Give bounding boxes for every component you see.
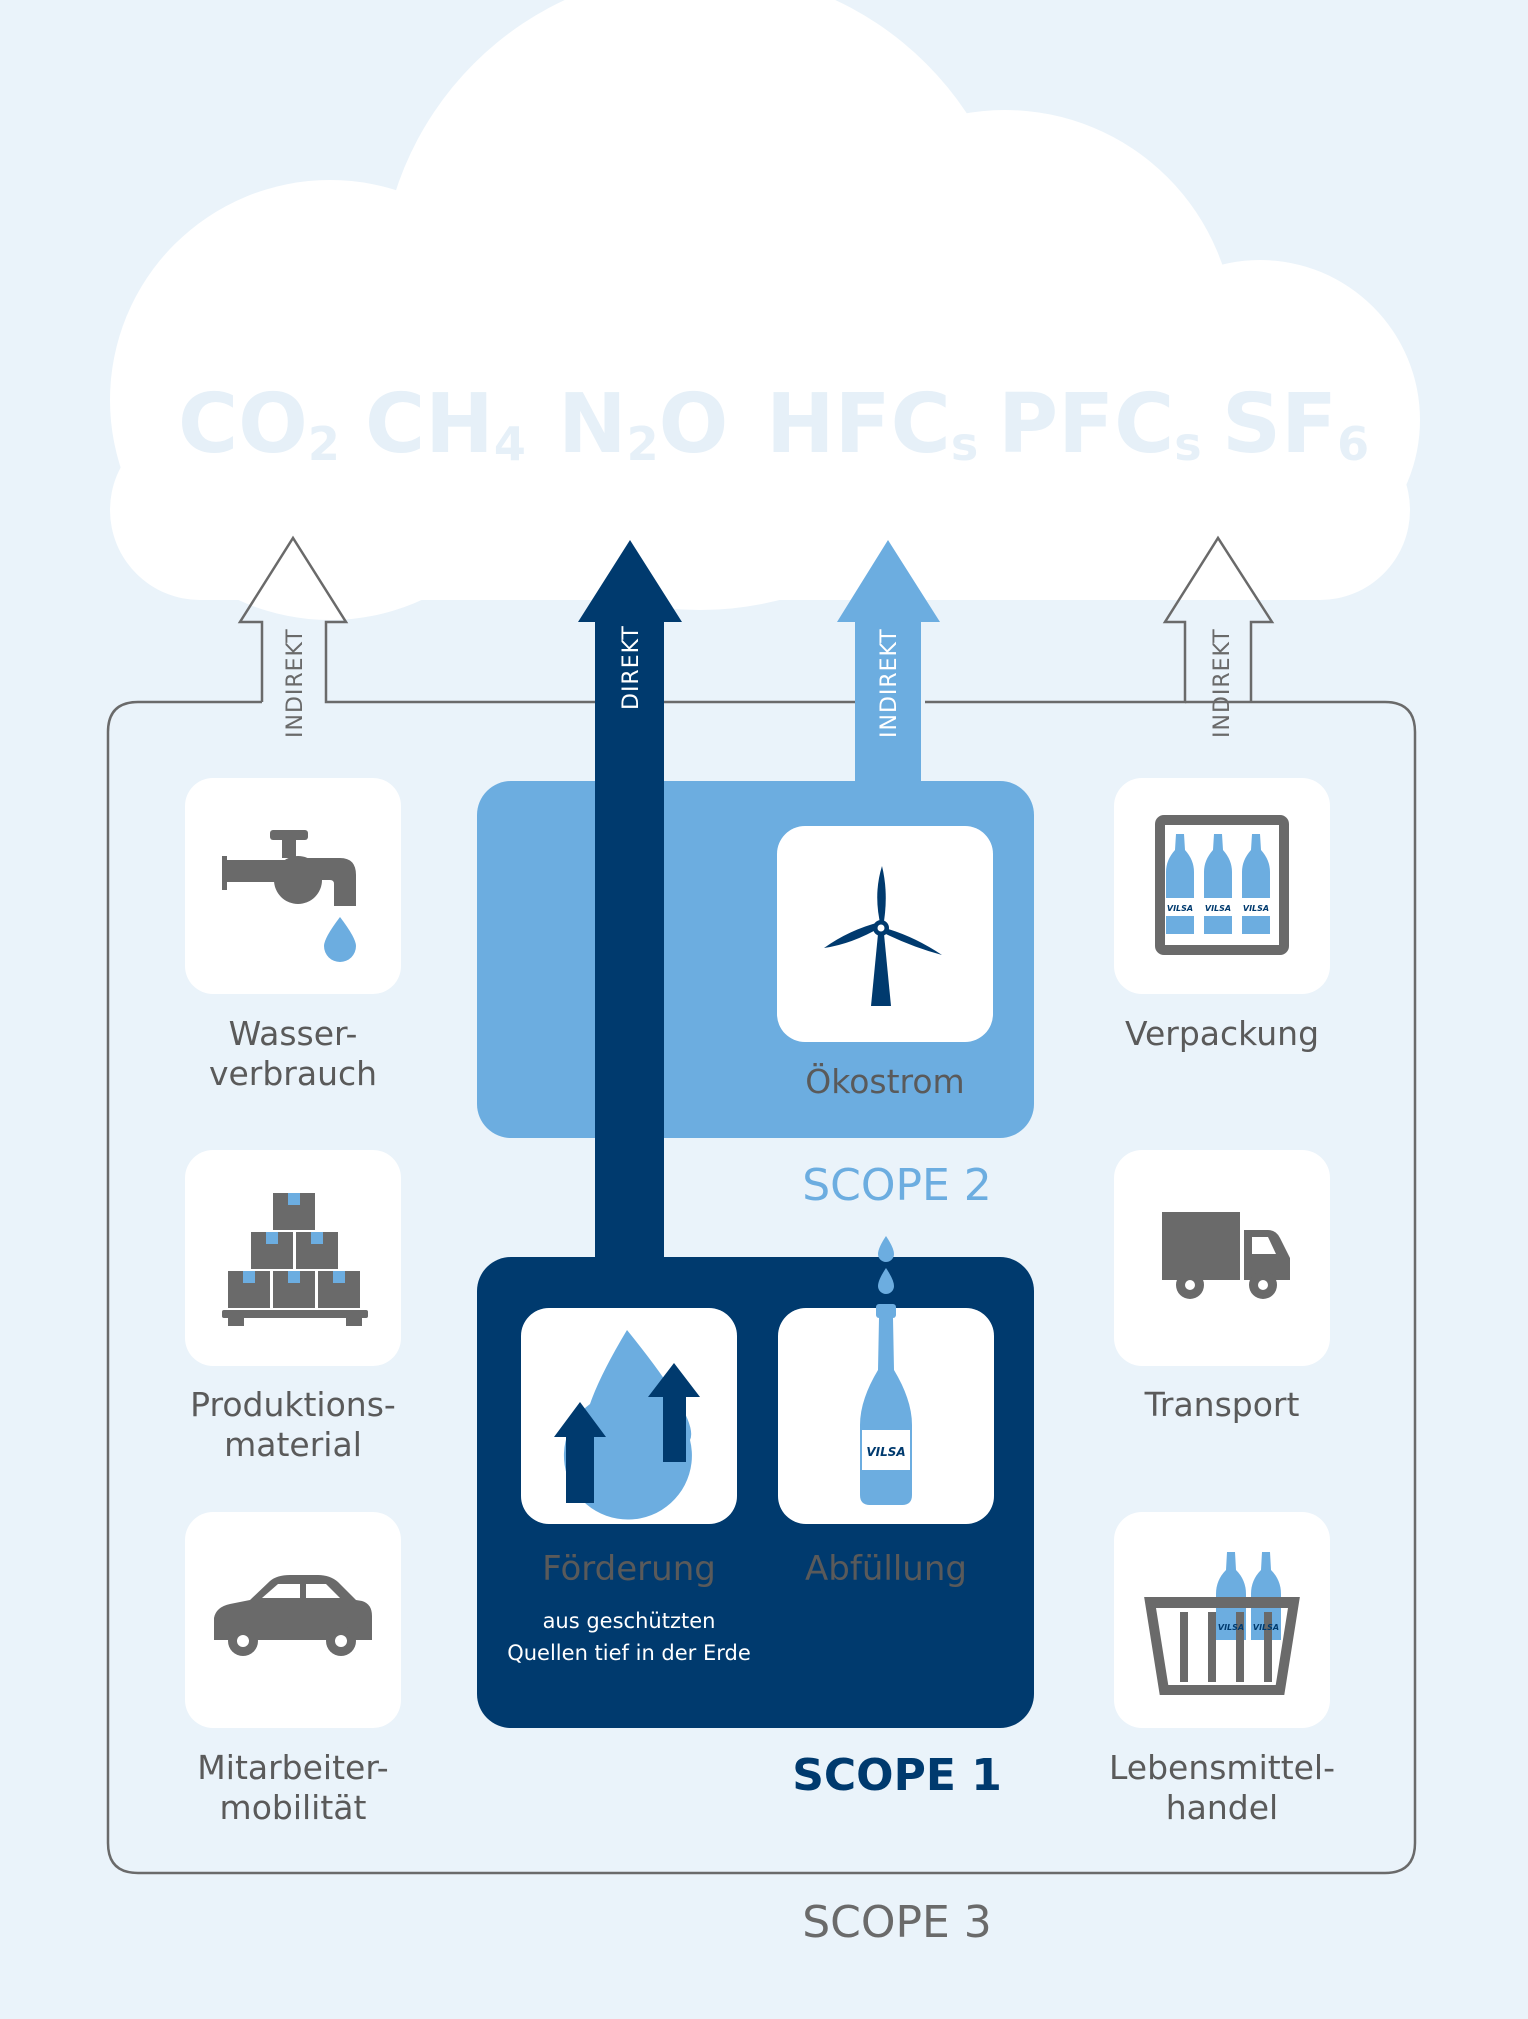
indirect-label-right: INDIREKT (1210, 628, 1235, 738)
wind-turbine-icon (824, 866, 942, 1006)
indirect-arrow-scope2 (837, 540, 940, 782)
indirect-arrow-right (925, 535, 1275, 704)
gas-n2o: N2O (558, 377, 728, 472)
tile-retail-label: Lebensmittel-handel (1109, 1748, 1335, 1827)
tile-abfullung-label: Abfüllung (805, 1549, 967, 1589)
emission-cloud (110, 0, 1420, 620)
tile-transport-label: Transport (1144, 1385, 1300, 1424)
brand-label-4: VILSA (1253, 1623, 1279, 1632)
truck-icon (1162, 1212, 1290, 1299)
tile-retail: Lebensmittel-handel (1109, 1512, 1335, 1827)
gas-hfcs: HFCs (766, 377, 978, 472)
indirect-label-left: INDIREKT (283, 628, 308, 738)
tile-packaging: Verpackung (1114, 778, 1330, 1053)
gas-co2: CO2 (178, 377, 340, 472)
bottle-icon: VILSA (860, 1304, 912, 1505)
tile-mobility-label: Mitarbeiter-mobilität (197, 1748, 388, 1827)
direct-arrow (578, 540, 682, 1258)
tile-abfullung: VILSA Abfüllung (778, 1236, 994, 1589)
tile-okostrom: Ökostrom (777, 826, 993, 1101)
gas-ch4: CH4 (365, 377, 526, 472)
tile-forderung-label: Förderung (542, 1549, 716, 1589)
gas-sf6: SF6 (1222, 377, 1369, 472)
brand-label-3: VILSA (1218, 1623, 1244, 1632)
tile-okostrom-label: Ökostrom (805, 1061, 964, 1101)
car-icon (214, 1575, 372, 1656)
scope3-title: SCOPE 3 (802, 1897, 992, 1948)
shopping-basket-icon (1144, 1552, 1300, 1695)
scope3-outline (106, 700, 1417, 1875)
indirect-arrow-left (237, 535, 595, 704)
greenhouse-gases: CO2 CH4 N2O HFCs PFCs SF6 (178, 377, 1369, 472)
tile-material-label: Produktions-material (190, 1385, 396, 1464)
bottle-crate-icon (1155, 815, 1289, 955)
brand-label-2: VILSA (1243, 904, 1269, 913)
brand-label-0: VILSA (1167, 904, 1193, 913)
scope2-title: SCOPE 2 (802, 1160, 992, 1211)
gas-pfcs: PFCs (998, 377, 1202, 472)
tile-transport: Transport (1114, 1150, 1330, 1424)
tile-mobility: Mitarbeiter-mobilität (185, 1512, 401, 1827)
direct-label: DIREKT (619, 625, 644, 710)
tile-material: Produktions-material (185, 1150, 401, 1464)
tile-water: Wasser-verbrauch (185, 778, 401, 1093)
tile-water-label: Wasser-verbrauch (209, 1014, 377, 1093)
scope1-title: SCOPE 1 (792, 1750, 1002, 1801)
water-extraction-icon (554, 1330, 700, 1520)
brand-label-1: VILSA (1205, 904, 1231, 913)
tile-packaging-label: Verpackung (1125, 1014, 1319, 1053)
indirect-label-scope2: INDIREKT (877, 628, 902, 738)
bottle-brand: VILSA (866, 1445, 905, 1459)
water-drops-icon (878, 1236, 894, 1294)
water-tap-icon (222, 830, 356, 962)
boxes-pallet-icon (222, 1193, 368, 1326)
